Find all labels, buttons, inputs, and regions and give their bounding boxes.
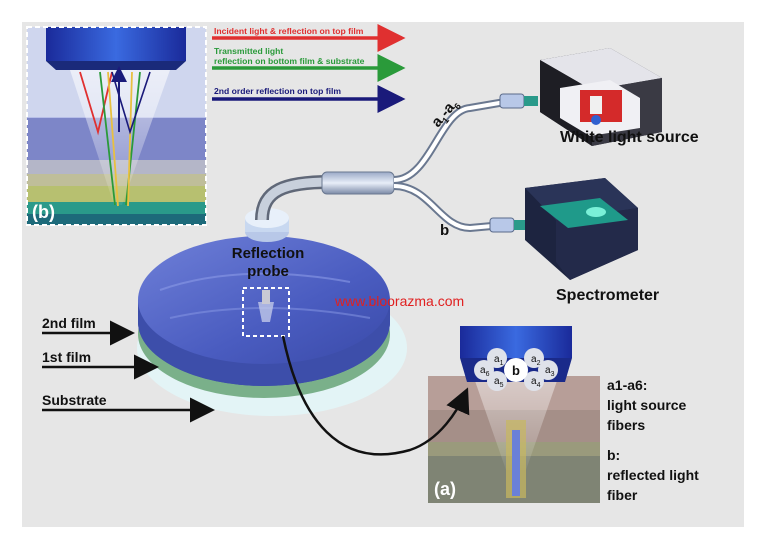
fiber-a1: a1	[494, 354, 504, 367]
desc-a-line3: fibers	[607, 417, 645, 433]
fiber-center-b: b	[512, 363, 520, 378]
watermark: www.bloorazma.com	[334, 293, 464, 309]
spectrometer: Spectrometer	[525, 178, 659, 304]
fiber-b-label: b	[440, 222, 449, 239]
fiber-a-sub1: 1	[440, 115, 451, 125]
sample-disk	[137, 236, 407, 416]
legend-second-order-text: 2nd order reflection on top film	[214, 86, 341, 96]
inset-b-panel: (b)	[26, 26, 207, 226]
desc-b-line2: reflected light	[607, 467, 699, 483]
fiber-a-sub2: 6	[452, 101, 463, 111]
second-film-label: 2nd film	[42, 315, 96, 331]
inset-a-description: a1-a6: light source fibers b: reflected …	[607, 377, 699, 503]
white-light-source: White light source	[540, 48, 699, 146]
legend-transmitted-text-1: Transmitted light	[214, 46, 283, 56]
inset-b-label: (b)	[32, 202, 55, 222]
desc-b-line1: b:	[607, 447, 620, 463]
layer-labels: 2nd film 1st film Substrate	[42, 315, 215, 423]
fiber-a6: a6	[480, 365, 490, 378]
desc-b-line3: fiber	[607, 487, 638, 503]
probe-spot-marker	[242, 287, 290, 337]
desc-a-line1: a1-a6:	[607, 377, 647, 393]
zoom-pointer-arrow	[281, 335, 470, 456]
spectrometer-label: Spectrometer	[556, 287, 659, 304]
legend: Incident light & reflection on top film …	[212, 24, 406, 113]
desc-a-line2: light source	[607, 397, 687, 413]
first-film-label: 1st film	[42, 349, 91, 365]
fiber-a2: a2	[531, 354, 541, 367]
reflection-probe-label-1: Reflection	[232, 245, 305, 262]
legend-transmitted-text-2: reflection on bottom film & substrate	[214, 56, 365, 66]
reflection-probe-label-2: probe	[247, 263, 289, 280]
fiber-cable	[255, 93, 538, 233]
fiber-a4: a4	[531, 376, 541, 389]
legend-incident-text: Incident light & reflection on top film	[214, 26, 364, 36]
fiber-bundle: b a1 a2 a3 a4 a5 a6	[474, 348, 558, 391]
inset-a-label: (a)	[434, 479, 456, 499]
substrate-label: Substrate	[42, 392, 107, 408]
white-light-source-label: White light source	[560, 129, 699, 146]
fiber-a5: a5	[494, 376, 504, 389]
fiber-a3: a3	[545, 365, 555, 378]
